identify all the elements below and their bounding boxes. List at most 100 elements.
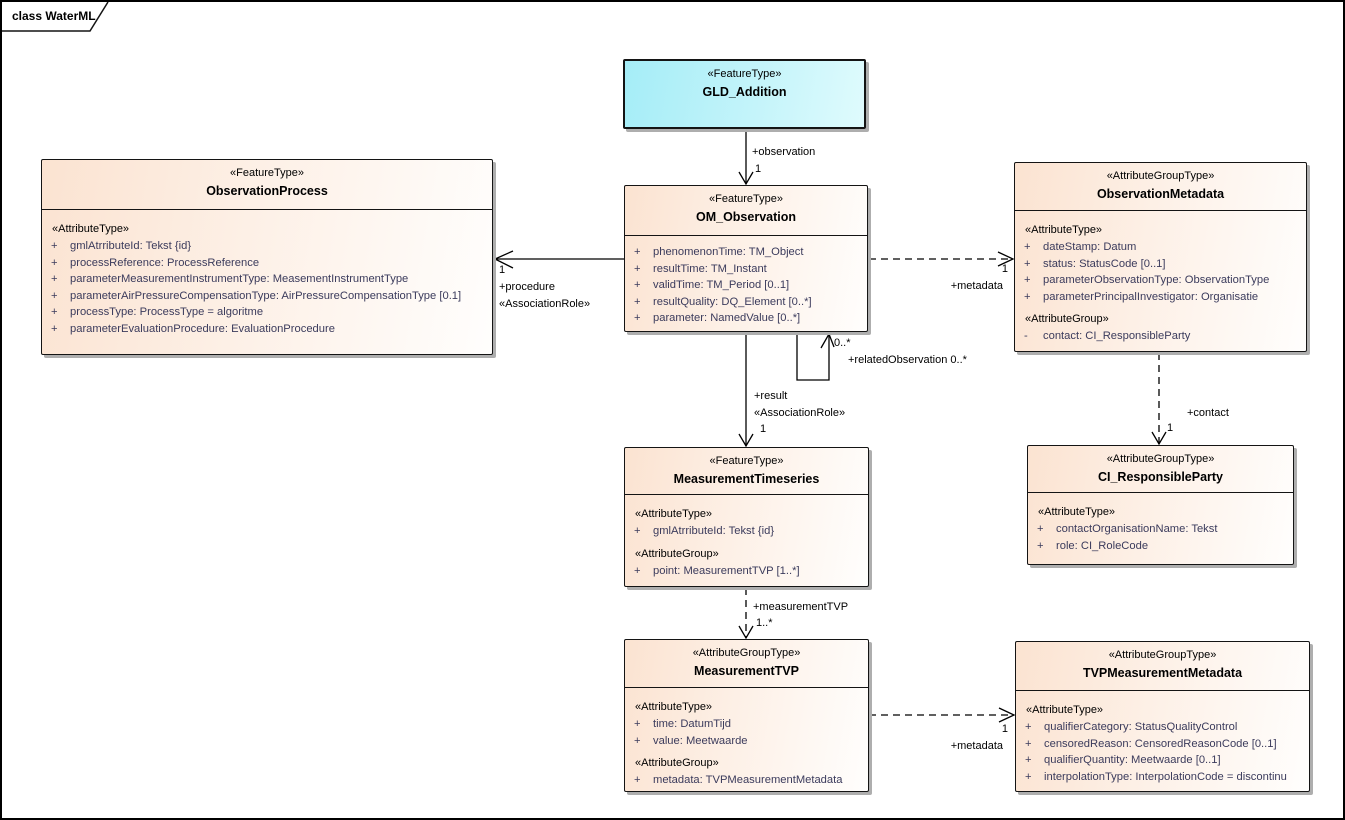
class-stereotype: «FeatureType»	[707, 68, 782, 80]
section-heading: «AttributeGroup»	[635, 547, 719, 560]
class-stereotype: «AttributeGroupType»	[692, 647, 801, 659]
class-attributes: «AttributeType» +gmlAtrributeId: Tekst {…	[625, 495, 868, 579]
attribute-text: parameterPrincipalInvestigator: Organisa…	[1043, 290, 1259, 303]
class-attributes: «AttributeType» +contactOrganisationName…	[1028, 493, 1293, 554]
attribute-row: +resultQuality: DQ_Element [0..*]	[625, 294, 867, 311]
class-stereotype: «AttributeGroupType»	[1108, 649, 1217, 661]
attribute-text: point: MeasurementTVP [1..*]	[653, 564, 800, 577]
class-header: «AttributeGroupType» TVPMeasurementMetad…	[1016, 642, 1309, 691]
class-measurement-tvp[interactable]: «AttributeGroupType» MeasurementTVP «Att…	[624, 639, 869, 792]
section-heading: «AttributeType»	[1025, 224, 1103, 236]
connector-tvp-metadata[interactable]	[869, 707, 1016, 723]
class-header: «FeatureType» MeasurementTimeseries	[625, 448, 868, 495]
attribute-text: parameterAirPressureCompensationType: Ai…	[70, 289, 462, 302]
attribute-visibility: +	[634, 262, 641, 275]
attribute-row: + processReference: ProcessReference	[42, 255, 492, 272]
attribute-visibility: +	[51, 256, 58, 269]
attribute-row: +time: DatumTijd	[625, 716, 868, 733]
class-observation-process[interactable]: «FeatureType» ObservationProcess «Attrib…	[41, 159, 493, 355]
attribute-text: status: StatusCode [0..1]	[1043, 257, 1166, 270]
attribute-text: qualifierQuantity: Meetwaarde [0..1]	[1044, 754, 1221, 766]
attribute-row: +parameterMeasurementInstrumentType: Mea…	[42, 271, 492, 288]
attribute-text: validTime: TM_Period [0..1]	[653, 279, 790, 291]
label-measurement-tvp-mult: 1..*	[756, 617, 773, 629]
attribute-row: +dateStamp: Datum	[1015, 239, 1306, 256]
attribute-visibility: +	[51, 289, 58, 302]
class-name: CI_ResponsibleParty	[1097, 470, 1224, 484]
connector-contact[interactable]	[1151, 353, 1167, 446]
label-related-observation: +relatedObservation 0..*	[848, 354, 967, 366]
class-attributes: «AttributeType» +time: DatumTijd +value:…	[625, 688, 868, 789]
class-om-observation[interactable]: «FeatureType» OM_Observation +phenomenon…	[624, 185, 868, 332]
frame-label: class WaterML	[12, 9, 96, 23]
attribute-visibility: +	[1024, 241, 1031, 253]
attribute-row: +censoredReason: CensoredReasonCode [0..…	[1016, 736, 1309, 753]
attribute-text: parameterMeasurementInstrumentType: Meas…	[70, 273, 409, 285]
attribute-visibility: +	[634, 295, 641, 308]
attribute-visibility: +	[634, 312, 641, 324]
label-om-metadata-mult: 1	[1001, 263, 1008, 275]
label-related-observation-mult: 0..*	[834, 337, 851, 349]
attribute-text: time: DatumTijd	[653, 718, 731, 730]
attribute-text: role: CI_RoleCode	[1056, 539, 1149, 552]
connector-observation[interactable]	[738, 130, 754, 186]
connector-om-metadata[interactable]	[869, 251, 1015, 267]
attribute-visibility: -	[1024, 330, 1028, 342]
attribute-row: + parameterAirPressureCompensationType: A…	[42, 288, 492, 305]
section-heading: «AttributeType»	[1038, 506, 1116, 518]
attribute-text: contactOrganisationName: Tekst	[1056, 523, 1218, 535]
attribute-visibility: +	[51, 240, 58, 252]
class-stereotype: «FeatureType»	[709, 455, 784, 467]
section-heading: «AttributeGroup»	[1025, 313, 1109, 325]
attribute-text: interpolationType: InterpolationCode = d…	[1044, 770, 1287, 783]
class-stereotype: «FeatureType»	[709, 193, 783, 205]
class-name: ObservationProcess	[206, 184, 328, 198]
class-header: «FeatureType» ObservationProcess	[42, 160, 492, 210]
attribute-row: -contact: CI_ResponsibleParty	[1015, 328, 1306, 345]
attribute-text: processReference: ProcessReference	[70, 256, 260, 269]
label-om-metadata-role: +metadata	[950, 280, 1003, 292]
connector-related-observation[interactable]	[796, 332, 835, 381]
attribute-visibility: +	[51, 322, 58, 335]
label-contact-role: +contact	[1187, 407, 1229, 419]
label-observation-role: +observation	[752, 146, 816, 158]
attribute-visibility: +	[1025, 770, 1032, 783]
attribute-row: + qualifierQuantity: Meetwaarde [0..1]	[1016, 752, 1309, 769]
class-attributes: «AttributeType» + gmlAtrributeId: Tekst {…	[42, 210, 492, 337]
class-gld-addition[interactable]: «FeatureType» GLD_Addition	[623, 59, 866, 129]
class-stereotype: «AttributeGroupType»	[1106, 170, 1215, 182]
class-header: «AttributeGroupType» MeasurementTVP	[625, 640, 868, 688]
attribute-visibility: +	[51, 306, 58, 318]
attribute-text: gmlAtrributeId: Tekst {id}	[653, 525, 775, 537]
section-heading: «AttributeType»	[52, 223, 130, 235]
attribute-text: processType: ProcessType = algoritme	[70, 306, 264, 318]
attribute-visibility: +	[1025, 721, 1032, 733]
label-procedure-role: +procedure	[499, 281, 555, 293]
section-heading: «AttributeType»	[635, 701, 713, 713]
attribute-visibility: +	[1025, 754, 1032, 766]
attribute-text: qualifierCategory: StatusQualityControl	[1044, 721, 1238, 733]
attribute-text: parameterObservationType: ObservationTyp…	[1043, 274, 1270, 286]
connector-measurement-tvp[interactable]	[738, 588, 754, 640]
class-header: «FeatureType» GLD_Addition	[625, 61, 864, 127]
class-ci-responsible-party[interactable]: «AttributeGroupType» CI_ResponsibleParty…	[1027, 445, 1294, 565]
class-name: TVPMeasurementMetadata	[1082, 666, 1243, 680]
attribute-row: + gmlAtrributeId: Tekst {id}	[42, 238, 492, 255]
class-measurement-timeseries[interactable]: «FeatureType» MeasurementTimeseries «Att…	[624, 447, 869, 587]
label-measurement-tvp-role: +measurementTVP	[753, 601, 849, 613]
label-result-stereotype: «AssociationRole»	[754, 407, 846, 419]
attribute-visibility: +	[634, 525, 641, 537]
attribute-row: +point: MeasurementTVP [1..*]	[625, 563, 868, 580]
class-tvp-measurement-metadata[interactable]: «AttributeGroupType» TVPMeasurementMetad…	[1015, 641, 1310, 792]
attribute-row: +resultTime: TM_Instant	[625, 261, 867, 278]
class-attributes: «AttributeType» + qualifierCategory: Stat…	[1016, 691, 1309, 785]
class-observation-metadata[interactable]: «AttributeGroupType» ObservationMetadata…	[1014, 162, 1307, 352]
label-tvp-metadata-mult: 1	[1001, 723, 1008, 735]
connector-result[interactable]	[738, 333, 754, 448]
attribute-row: +value: Meetwaarde	[625, 733, 868, 750]
class-name: MeasurementTimeseries	[673, 472, 820, 486]
section-heading: «AttributeType»	[1026, 704, 1104, 716]
connector-procedure[interactable]	[493, 250, 624, 269]
attribute-row: + gmlAtrributeId: Tekst {id}	[625, 523, 868, 540]
attribute-text: gmlAtrributeId: Tekst {id}	[70, 240, 192, 252]
